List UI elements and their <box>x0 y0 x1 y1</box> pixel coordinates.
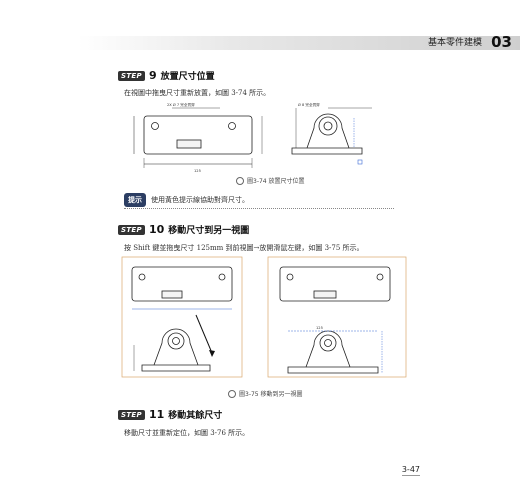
caption-icon <box>228 389 236 398</box>
step-title: 放置尺寸位置 <box>160 72 215 82</box>
step-number: 10 <box>148 223 165 236</box>
header-bar <box>78 36 520 50</box>
top-view-drawing <box>133 107 263 168</box>
step-11-heading: STEP 11 移動其餘尺寸 <box>118 408 222 421</box>
step-10-text: 按 Shift 鍵並拖曳尺寸 125mm 到前視圖→放開滑鼠左鍵，如圖 3-75… <box>124 244 364 252</box>
step-title: 移動尺寸到另一視圖 <box>168 226 250 236</box>
hint-badge: 提示 <box>124 193 146 207</box>
step-number: 11 <box>148 408 165 421</box>
step-title: 移動其餘尺寸 <box>168 411 223 421</box>
right-front-view <box>287 330 383 374</box>
drawing-note: 2X Ø 7 完全貫穿 <box>167 102 195 107</box>
step-9-text: 在視圖中拖曳尺寸重新放置，如圖 3-74 所示。 <box>124 89 271 97</box>
moved-dim-label: 125 <box>316 326 323 330</box>
left-front-view <box>133 328 211 372</box>
caption-icon <box>236 176 244 185</box>
caption-text: 圖3-74 放置尺寸位置 <box>247 178 305 185</box>
left-view-frame <box>121 256 243 378</box>
figure-3-74: 2X Ø 7 完全貫穿 125 Ø 8 完全貫穿 <box>133 102 372 173</box>
step-badge: STEP <box>118 224 145 235</box>
caption-text: 圖3-75 移動到另一視圖 <box>239 391 303 398</box>
figure-3-74-caption: 圖3-74 放置尺寸位置 <box>236 176 305 185</box>
chapter-number: 03 <box>491 33 512 51</box>
front-view-drawing <box>291 107 372 165</box>
figure-3-75: 125 <box>121 256 407 378</box>
step-badge: STEP <box>118 70 145 81</box>
step-number: 9 <box>148 69 157 82</box>
step-9-heading: STEP 9 放置尺寸位置 <box>118 69 215 82</box>
step-11-text: 移動尺寸並重新定位，如圖 3-76 所示。 <box>124 429 250 437</box>
hint-box: 提示 使用黃色提示線協助對齊尺寸。 <box>124 193 249 207</box>
dim-label: 125 <box>194 169 201 173</box>
left-top-view <box>131 266 233 310</box>
front-note: Ø 8 完全貫穿 <box>298 102 320 107</box>
step-10-heading: STEP 10 移動尺寸到另一視圖 <box>118 223 249 236</box>
right-view-frame <box>267 256 407 378</box>
hint-text: 使用黃色提示線協助對齊尺寸。 <box>151 196 249 204</box>
chapter-title: 基本零件建模 <box>427 38 482 48</box>
step-badge: STEP <box>118 409 145 420</box>
hint-divider <box>124 208 394 210</box>
figure-3-75-caption: 圖3-75 移動到另一視圖 <box>228 389 303 398</box>
right-top-view <box>279 266 391 302</box>
page-number: 3-47 <box>401 465 420 476</box>
